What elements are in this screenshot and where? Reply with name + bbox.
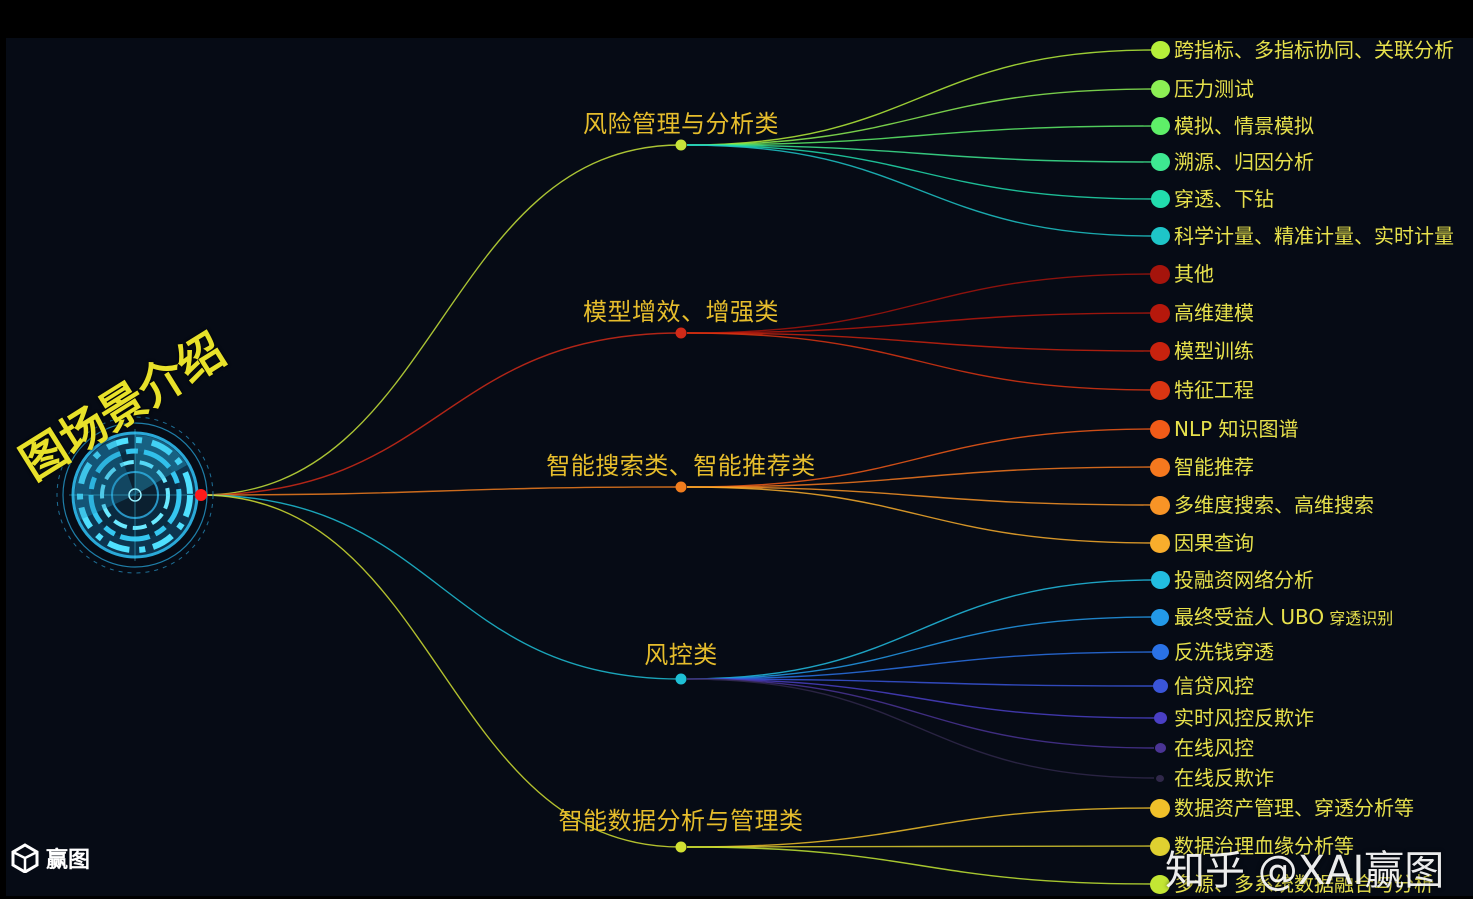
watermark: 知乎 @XAI赢图 — [1165, 838, 1444, 896]
leaf-label: 反洗钱穿透 — [1174, 640, 1274, 664]
leaf-label: 智能推荐 — [1174, 455, 1254, 479]
leaf-node-dot — [1150, 799, 1170, 818]
leaf-node-dot — [1150, 420, 1170, 439]
leaf-label: 模拟、情景模拟 — [1174, 114, 1314, 138]
leaf-label: 因果查询 — [1174, 531, 1254, 555]
leaf-node-dot — [1151, 190, 1170, 208]
leaf-node[interactable]: 智能推荐 — [1174, 455, 1254, 479]
leaf-label: 高维建模 — [1174, 301, 1254, 325]
leaf-node[interactable]: NLP 知识图谱 — [1174, 417, 1299, 441]
leaf-label: 在线风控 — [1174, 736, 1254, 760]
leaf-node-dot — [1154, 712, 1167, 724]
leaf-node-dot — [1150, 458, 1170, 477]
leaf-node-dot — [1150, 496, 1170, 515]
category-to-leaf-link — [687, 617, 1154, 679]
leaf-label: 溯源、归因分析 — [1174, 150, 1314, 174]
leaf-node[interactable]: 模型训练 — [1174, 339, 1254, 363]
category-label: 智能数据分析与管理类 — [559, 801, 804, 836]
leaf-node[interactable]: 模拟、情景模拟 — [1174, 114, 1314, 138]
leaf-node-dot — [1151, 609, 1169, 626]
leaf-node-dot — [1151, 41, 1170, 59]
leaf-node[interactable]: 最终受益人 UBO 穿透识别 — [1174, 605, 1393, 631]
category-node[interactable] — [676, 140, 687, 151]
category-to-leaf-link — [687, 487, 1154, 505]
leaf-node[interactable]: 在线风控 — [1174, 736, 1254, 760]
leaf-label: 压力测试 — [1174, 77, 1254, 101]
leaf-node-dot — [1151, 571, 1170, 589]
leaf-label: 特征工程 — [1174, 378, 1254, 402]
leaf-label: 模型训练 — [1174, 339, 1254, 363]
root-to-category-link — [201, 495, 681, 679]
leaf-node-dot — [1150, 265, 1170, 284]
leaf-node-dot — [1150, 304, 1170, 323]
leaf-node[interactable]: 溯源、归因分析 — [1174, 150, 1314, 174]
root-node[interactable] — [195, 489, 207, 501]
leaf-label: 信贷风控 — [1174, 674, 1254, 698]
category-label: 风控类 — [644, 635, 718, 670]
leaf-node-dot — [1155, 743, 1166, 753]
leaf-node[interactable]: 科学计量、精准计量、实时计量 — [1174, 224, 1454, 248]
leaf-label: 科学计量、精准计量、实时计量 — [1174, 224, 1454, 248]
leaf-label: 在线反欺诈 — [1174, 766, 1274, 790]
leaf-node-dot — [1152, 644, 1169, 660]
root-to-category-link — [201, 487, 681, 495]
leaf-node[interactable]: 实时风控反欺诈 — [1174, 706, 1314, 730]
leaf-label-sub: 穿透识别 — [1324, 609, 1393, 628]
category-label: 智能搜索类、智能推荐类 — [546, 446, 816, 481]
category-node[interactable] — [676, 328, 687, 339]
leaf-node-dot — [1151, 117, 1170, 135]
category-node[interactable] — [676, 482, 687, 493]
leaf-label: 多维度搜索、高维搜索 — [1174, 493, 1374, 517]
leaf-node[interactable]: 其他 — [1174, 262, 1214, 286]
leaf-label: 其他 — [1174, 262, 1214, 286]
leaf-node[interactable]: 特征工程 — [1174, 378, 1254, 402]
leaf-node-dot — [1150, 342, 1170, 361]
brand-logo: 赢图 — [10, 842, 90, 874]
tree-nodes — [195, 140, 687, 853]
leaf-node[interactable]: 信贷风控 — [1174, 674, 1254, 698]
cube-logo-icon — [10, 843, 40, 873]
leaf-node[interactable]: 投融资网络分析 — [1174, 568, 1314, 592]
category-node[interactable] — [676, 842, 687, 853]
leaf-label: 投融资网络分析 — [1174, 568, 1314, 592]
leaf-node[interactable]: 跨指标、多指标协同、关联分析 — [1174, 38, 1454, 62]
leaf-node-dot — [1150, 534, 1170, 553]
leaf-node-dot — [1150, 381, 1170, 400]
leaf-label: 跨指标、多指标协同、关联分析 — [1174, 38, 1454, 62]
category-to-leaf-link — [687, 846, 1154, 847]
leaf-node[interactable]: 因果查询 — [1174, 531, 1254, 555]
leaf-node[interactable]: 多维度搜索、高维搜索 — [1174, 493, 1374, 517]
category-to-leaf-link — [687, 580, 1154, 679]
leaf-node[interactable]: 在线反欺诈 — [1174, 766, 1274, 790]
leaf-label: 穿透、下钻 — [1174, 187, 1274, 211]
root-to-category-link — [201, 495, 681, 847]
category-to-leaf-link — [687, 679, 1154, 778]
leaf-node-dot — [1151, 80, 1170, 98]
category-to-leaf-link — [687, 847, 1154, 884]
leaf-node-dot — [1151, 153, 1170, 171]
category-label: 模型增效、增强类 — [583, 292, 779, 327]
leaf-label: 数据资产管理、穿透分析等 — [1174, 796, 1414, 820]
brand-logo-text: 赢图 — [46, 842, 90, 874]
leaf-node[interactable]: 反洗钱穿透 — [1174, 640, 1274, 664]
category-to-leaf-link — [687, 679, 1154, 718]
leaf-label: 最终受益人 UBO — [1174, 605, 1324, 629]
category-to-leaf-link — [687, 145, 1154, 236]
leaf-node[interactable]: 压力测试 — [1174, 77, 1254, 101]
leaf-label: 实时风控反欺诈 — [1174, 706, 1314, 730]
leaf-node-dot — [1156, 775, 1164, 782]
leaf-label: NLP 知识图谱 — [1174, 417, 1299, 441]
leaf-node-dot — [1153, 679, 1168, 693]
category-to-leaf-link — [687, 679, 1154, 748]
leaf-node[interactable]: 数据资产管理、穿透分析等 — [1174, 796, 1414, 820]
leaf-node[interactable]: 高维建模 — [1174, 301, 1254, 325]
category-label: 风险管理与分析类 — [583, 104, 779, 139]
category-node[interactable] — [676, 674, 687, 685]
leaf-node[interactable]: 穿透、下钻 — [1174, 187, 1274, 211]
leaf-node-dot — [1151, 227, 1170, 245]
